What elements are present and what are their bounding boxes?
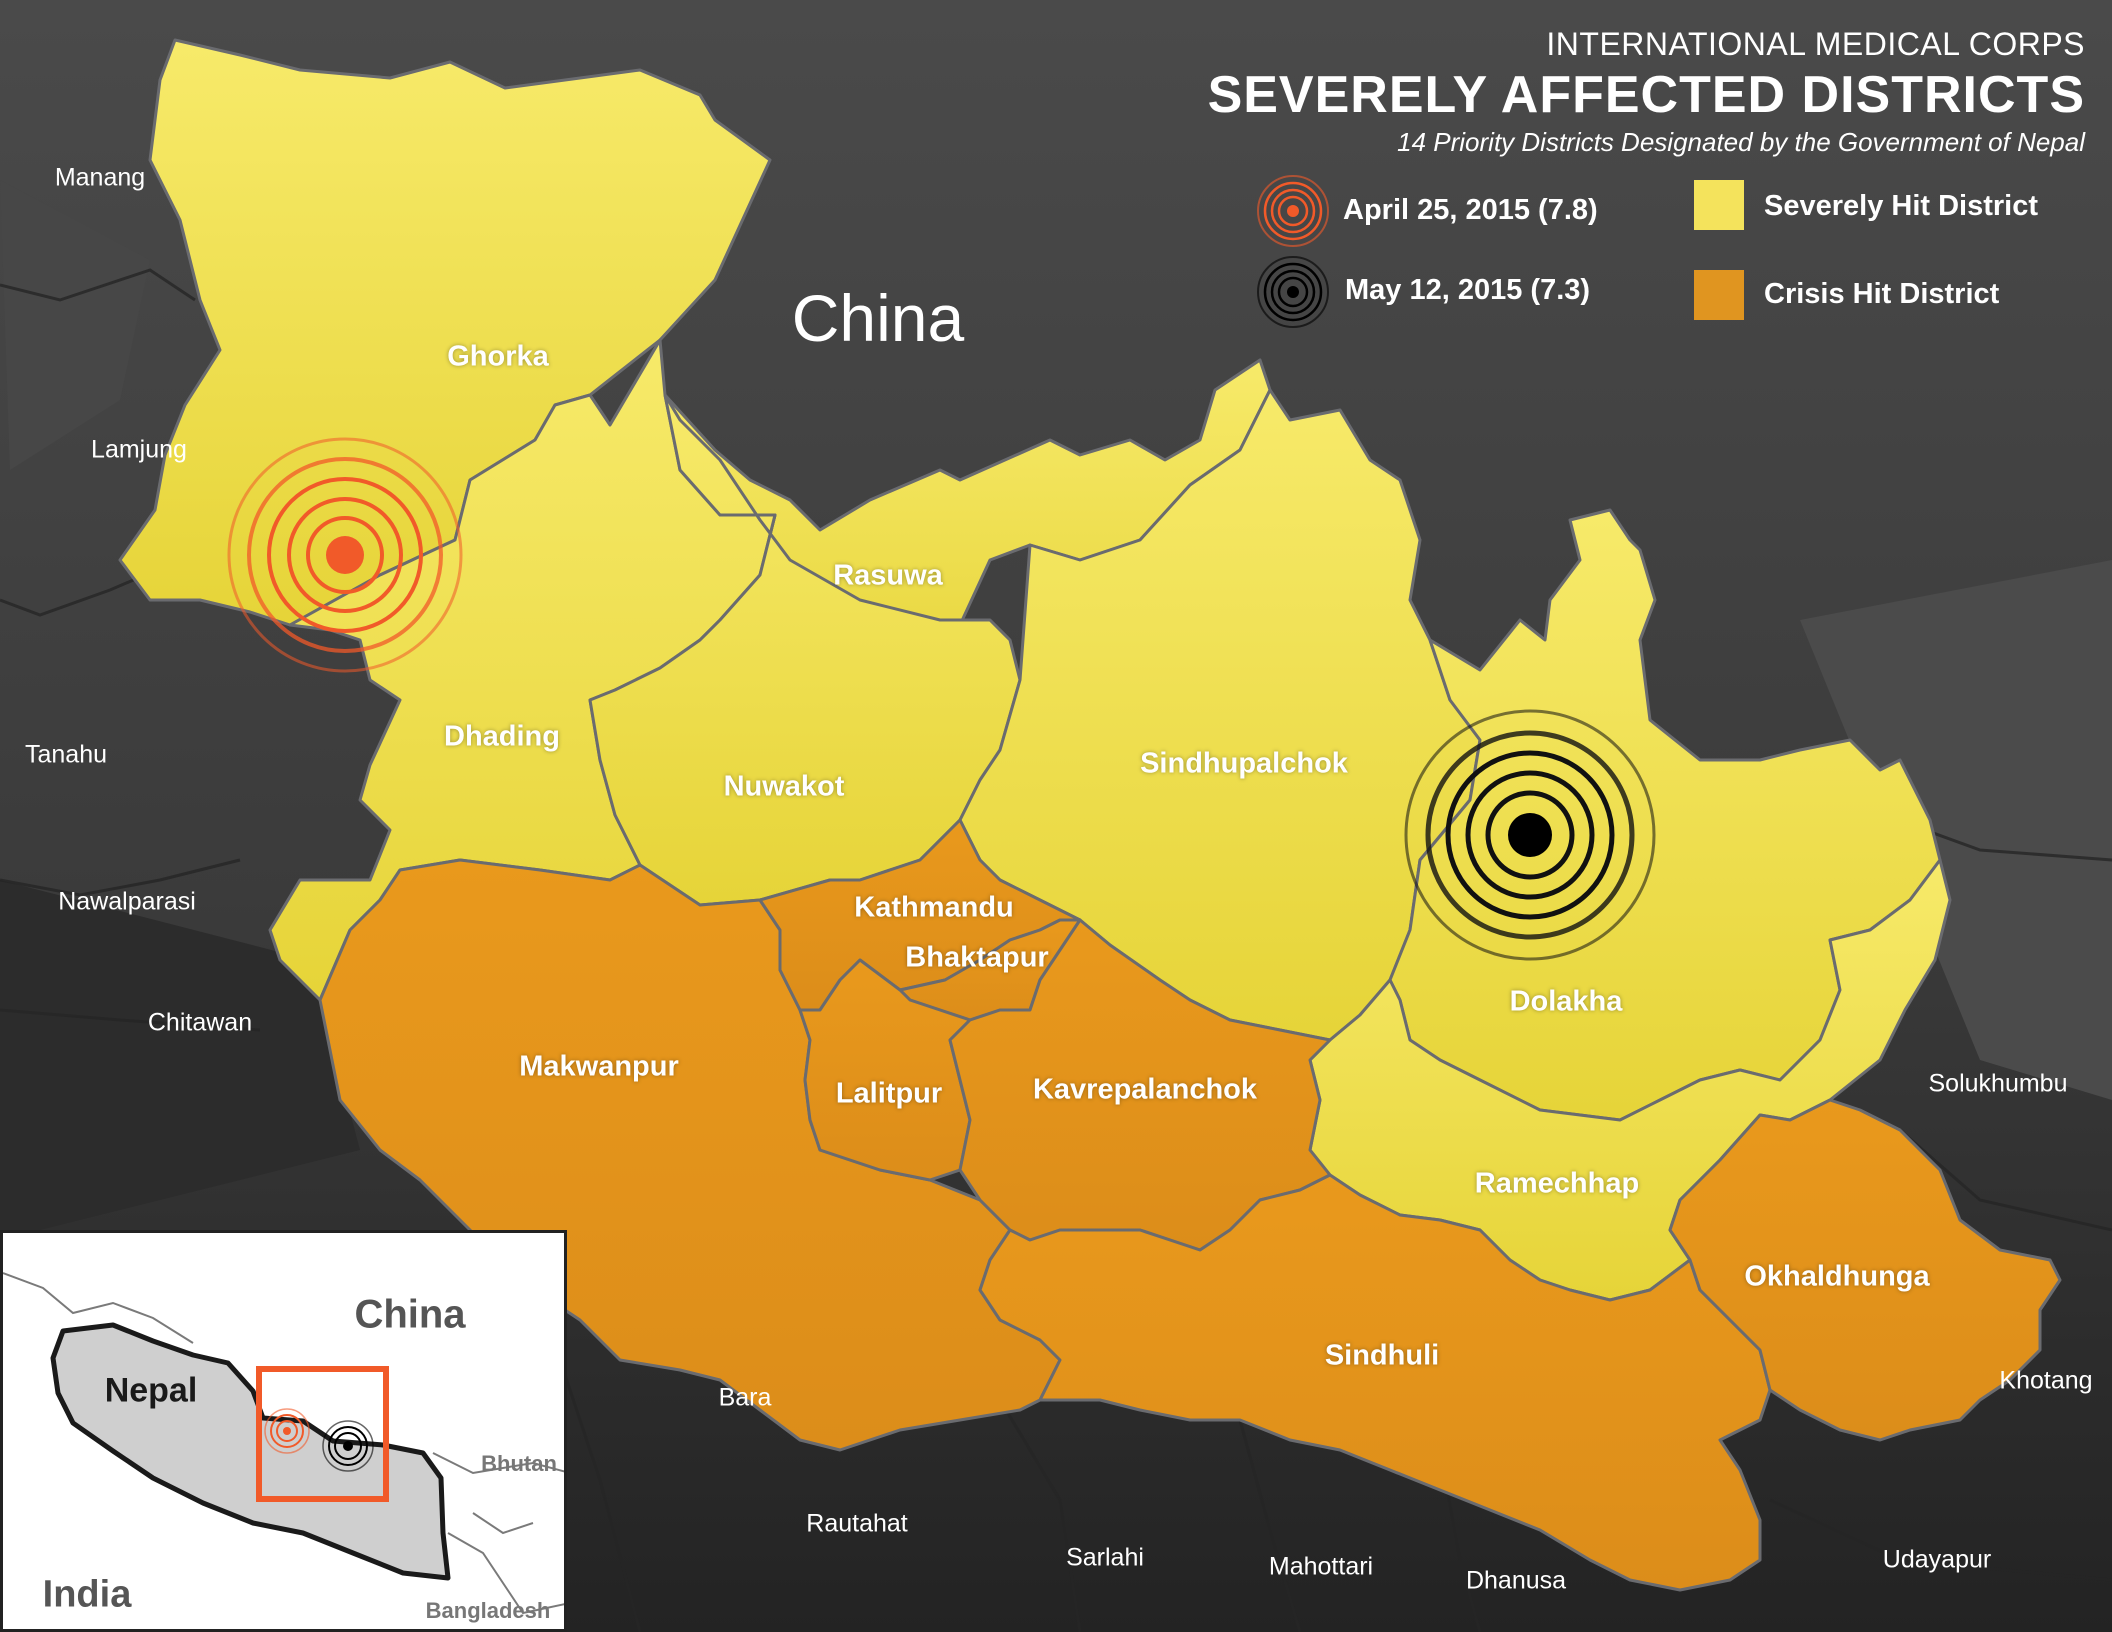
- district-label-bhaktapur: Bhaktapur: [905, 941, 1049, 974]
- inset-epicenter-april-25: [264, 1408, 310, 1454]
- neighbor-label-chitawan: Chitawan: [147, 1008, 253, 1037]
- inset-label-nepal: Nepal: [104, 1371, 198, 1410]
- organization-name: INTERNATIONAL MEDICAL CORPS: [1546, 26, 2085, 62]
- district-label-sindhupalchok: Sindhupalchok: [1140, 747, 1348, 780]
- district-label-sindhuli: Sindhuli: [1324, 1339, 1440, 1372]
- legend-quake2-icon: [1257, 256, 1329, 328]
- neighbor-label-manang: Manang: [54, 163, 146, 192]
- district-label-ghorka: Ghorka: [447, 340, 549, 373]
- country-label-china: China: [791, 281, 965, 355]
- inset-nepal-shape: [50, 1322, 451, 1581]
- legend-quake2-label: May 12, 2015 (7.3): [1345, 274, 1591, 306]
- legend-severe-swatch: [1694, 180, 1744, 230]
- neighbor-label-nawalparasi: Nawalparasi: [58, 887, 196, 916]
- epicenter-ring: [1485, 790, 1575, 880]
- terrain-shade: [0, 180, 150, 470]
- neighbor-label-sarlahi: Sarlahi: [1066, 1543, 1144, 1572]
- inset-label-india: India: [42, 1573, 132, 1616]
- inset-epicenter-may-12: [322, 1420, 374, 1472]
- epicenter-ring: [1445, 750, 1615, 920]
- neighbor-boundaries: [0, 268, 2112, 1632]
- district-label-dhading: Dhading: [444, 720, 560, 753]
- epicenter-ring: [247, 457, 443, 653]
- inset-label-china: China: [354, 1292, 466, 1337]
- district-sindhuli: [978, 1173, 1772, 1592]
- inset-map: [3, 1272, 564, 1615]
- neighbor-label-tanahu: Tanahu: [24, 740, 108, 769]
- district-label-makwanpur: Makwanpur: [519, 1050, 679, 1083]
- district-label-kavrepalanchok: Kavrepalanchok: [1032, 1073, 1258, 1106]
- epicenter-ring: [267, 477, 423, 633]
- district-label-okhaldhunga: Okhaldhunga: [1744, 1260, 1930, 1293]
- legend-quake1-label: April 25, 2015 (7.8): [1343, 194, 1598, 226]
- epicenter-april-25-marker: [227, 437, 463, 673]
- terrain-shade: [1800, 560, 2112, 1100]
- terrain-shade: [0, 880, 360, 1240]
- neighbor-label-solukhumbu: Solukhumbu: [1928, 1069, 2068, 1098]
- neighbor-label-udayapur: Udayapur: [1882, 1545, 1992, 1574]
- map-subtitle: 14 Priority Districts Designated by the …: [1397, 127, 2085, 157]
- epicenter-ring: [1425, 730, 1635, 940]
- inset-label-bangladesh: Bangladesh: [425, 1598, 551, 1623]
- legend-severe-label: Severely Hit District: [1764, 190, 2039, 222]
- district-label-ramechhap: Ramechhap: [1474, 1167, 1640, 1200]
- epicenter-dot: [326, 536, 364, 574]
- district-label-rasuwa: Rasuwa: [833, 559, 943, 592]
- map-title: SEVERELY AFFECTED DISTRICTS: [1207, 66, 2085, 124]
- neighbor-label-rautahat: Rautahat: [806, 1509, 908, 1538]
- epicenter-may-12-marker: [1404, 709, 1656, 961]
- neighbor-label-khotang: Khotang: [1999, 1366, 2093, 1395]
- district-label-nuwakot: Nuwakot: [723, 770, 845, 803]
- epicenter-ring: [1404, 709, 1656, 961]
- legend-crisis-label: Crisis Hit District: [1764, 278, 2000, 310]
- inset-label-bhutan: Bhutan: [481, 1451, 557, 1476]
- legend-crisis-swatch: [1694, 270, 1744, 320]
- inset-highlight-box: [256, 1366, 389, 1502]
- epicenter-ring: [287, 497, 403, 613]
- district-label-dolakha: Dolakha: [1509, 985, 1623, 1018]
- inset-locator-map: China Nepal India Bhutan Bangladesh: [0, 1230, 567, 1632]
- epicenter-ring: [1465, 770, 1595, 900]
- district-label-lalitpur: Lalitpur: [835, 1077, 943, 1110]
- title-block: INTERNATIONAL MEDICAL CORPS SEVERELY AFF…: [1208, 26, 2085, 158]
- district-label-kathmandu: Kathmandu: [854, 891, 1014, 924]
- district-okhaldhunga: [1668, 1098, 2062, 1442]
- inset-borders: [3, 1272, 564, 1615]
- neighbor-label-bara: Bara: [718, 1383, 772, 1412]
- legend-quake1-icon: [1257, 175, 1329, 247]
- epicenter-ring: [227, 437, 463, 673]
- neighbor-label-mahottari: Mahottari: [1268, 1552, 1374, 1581]
- epicenter-dot: [1508, 813, 1552, 857]
- epicenter-ring: [306, 516, 384, 594]
- neighbor-label-lamjung: Lamjung: [91, 435, 187, 464]
- neighbor-label-dhanusa: Dhanusa: [1465, 1566, 1567, 1595]
